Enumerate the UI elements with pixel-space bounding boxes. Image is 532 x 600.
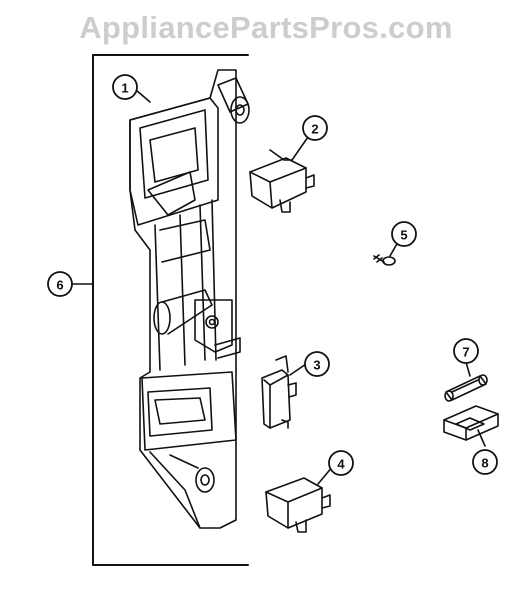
leader-2 [291,136,309,161]
leader-3 [289,363,307,376]
leader-7 [465,361,471,377]
callout-1-number: 1 [121,81,128,96]
site-watermark: AppliancePartsPros.com [79,10,453,45]
callout-5-circle [391,221,417,247]
part-5-screw [373,254,396,266]
callout-5-number: 5 [400,228,407,243]
callout-4-circle [328,450,354,476]
part-7-fuse [444,374,488,402]
callout-3-circle [304,351,330,377]
callout-6-circle [47,271,73,297]
part-4-micro-switch [265,477,331,533]
callout-6-number: 6 [56,278,63,293]
callout-8-number: 8 [481,456,488,471]
part-2-micro-switch [249,149,315,213]
assembly-bracket [92,54,249,566]
callout-7-circle [453,338,479,364]
leader-8 [477,429,486,447]
callout-2-circle [302,115,328,141]
part-3-micro-switch [261,355,297,429]
leader-1 [135,89,151,103]
callout-4-number: 4 [337,457,345,472]
callout-1-circle [112,74,138,100]
part-1-lever-housing [129,69,250,529]
callout-7-number: 7 [462,345,469,360]
callout-3-number: 3 [313,358,320,373]
part-8-fuse-holder [443,405,499,441]
callout-2-number: 2 [311,122,318,137]
callout-8-circle [472,449,498,475]
